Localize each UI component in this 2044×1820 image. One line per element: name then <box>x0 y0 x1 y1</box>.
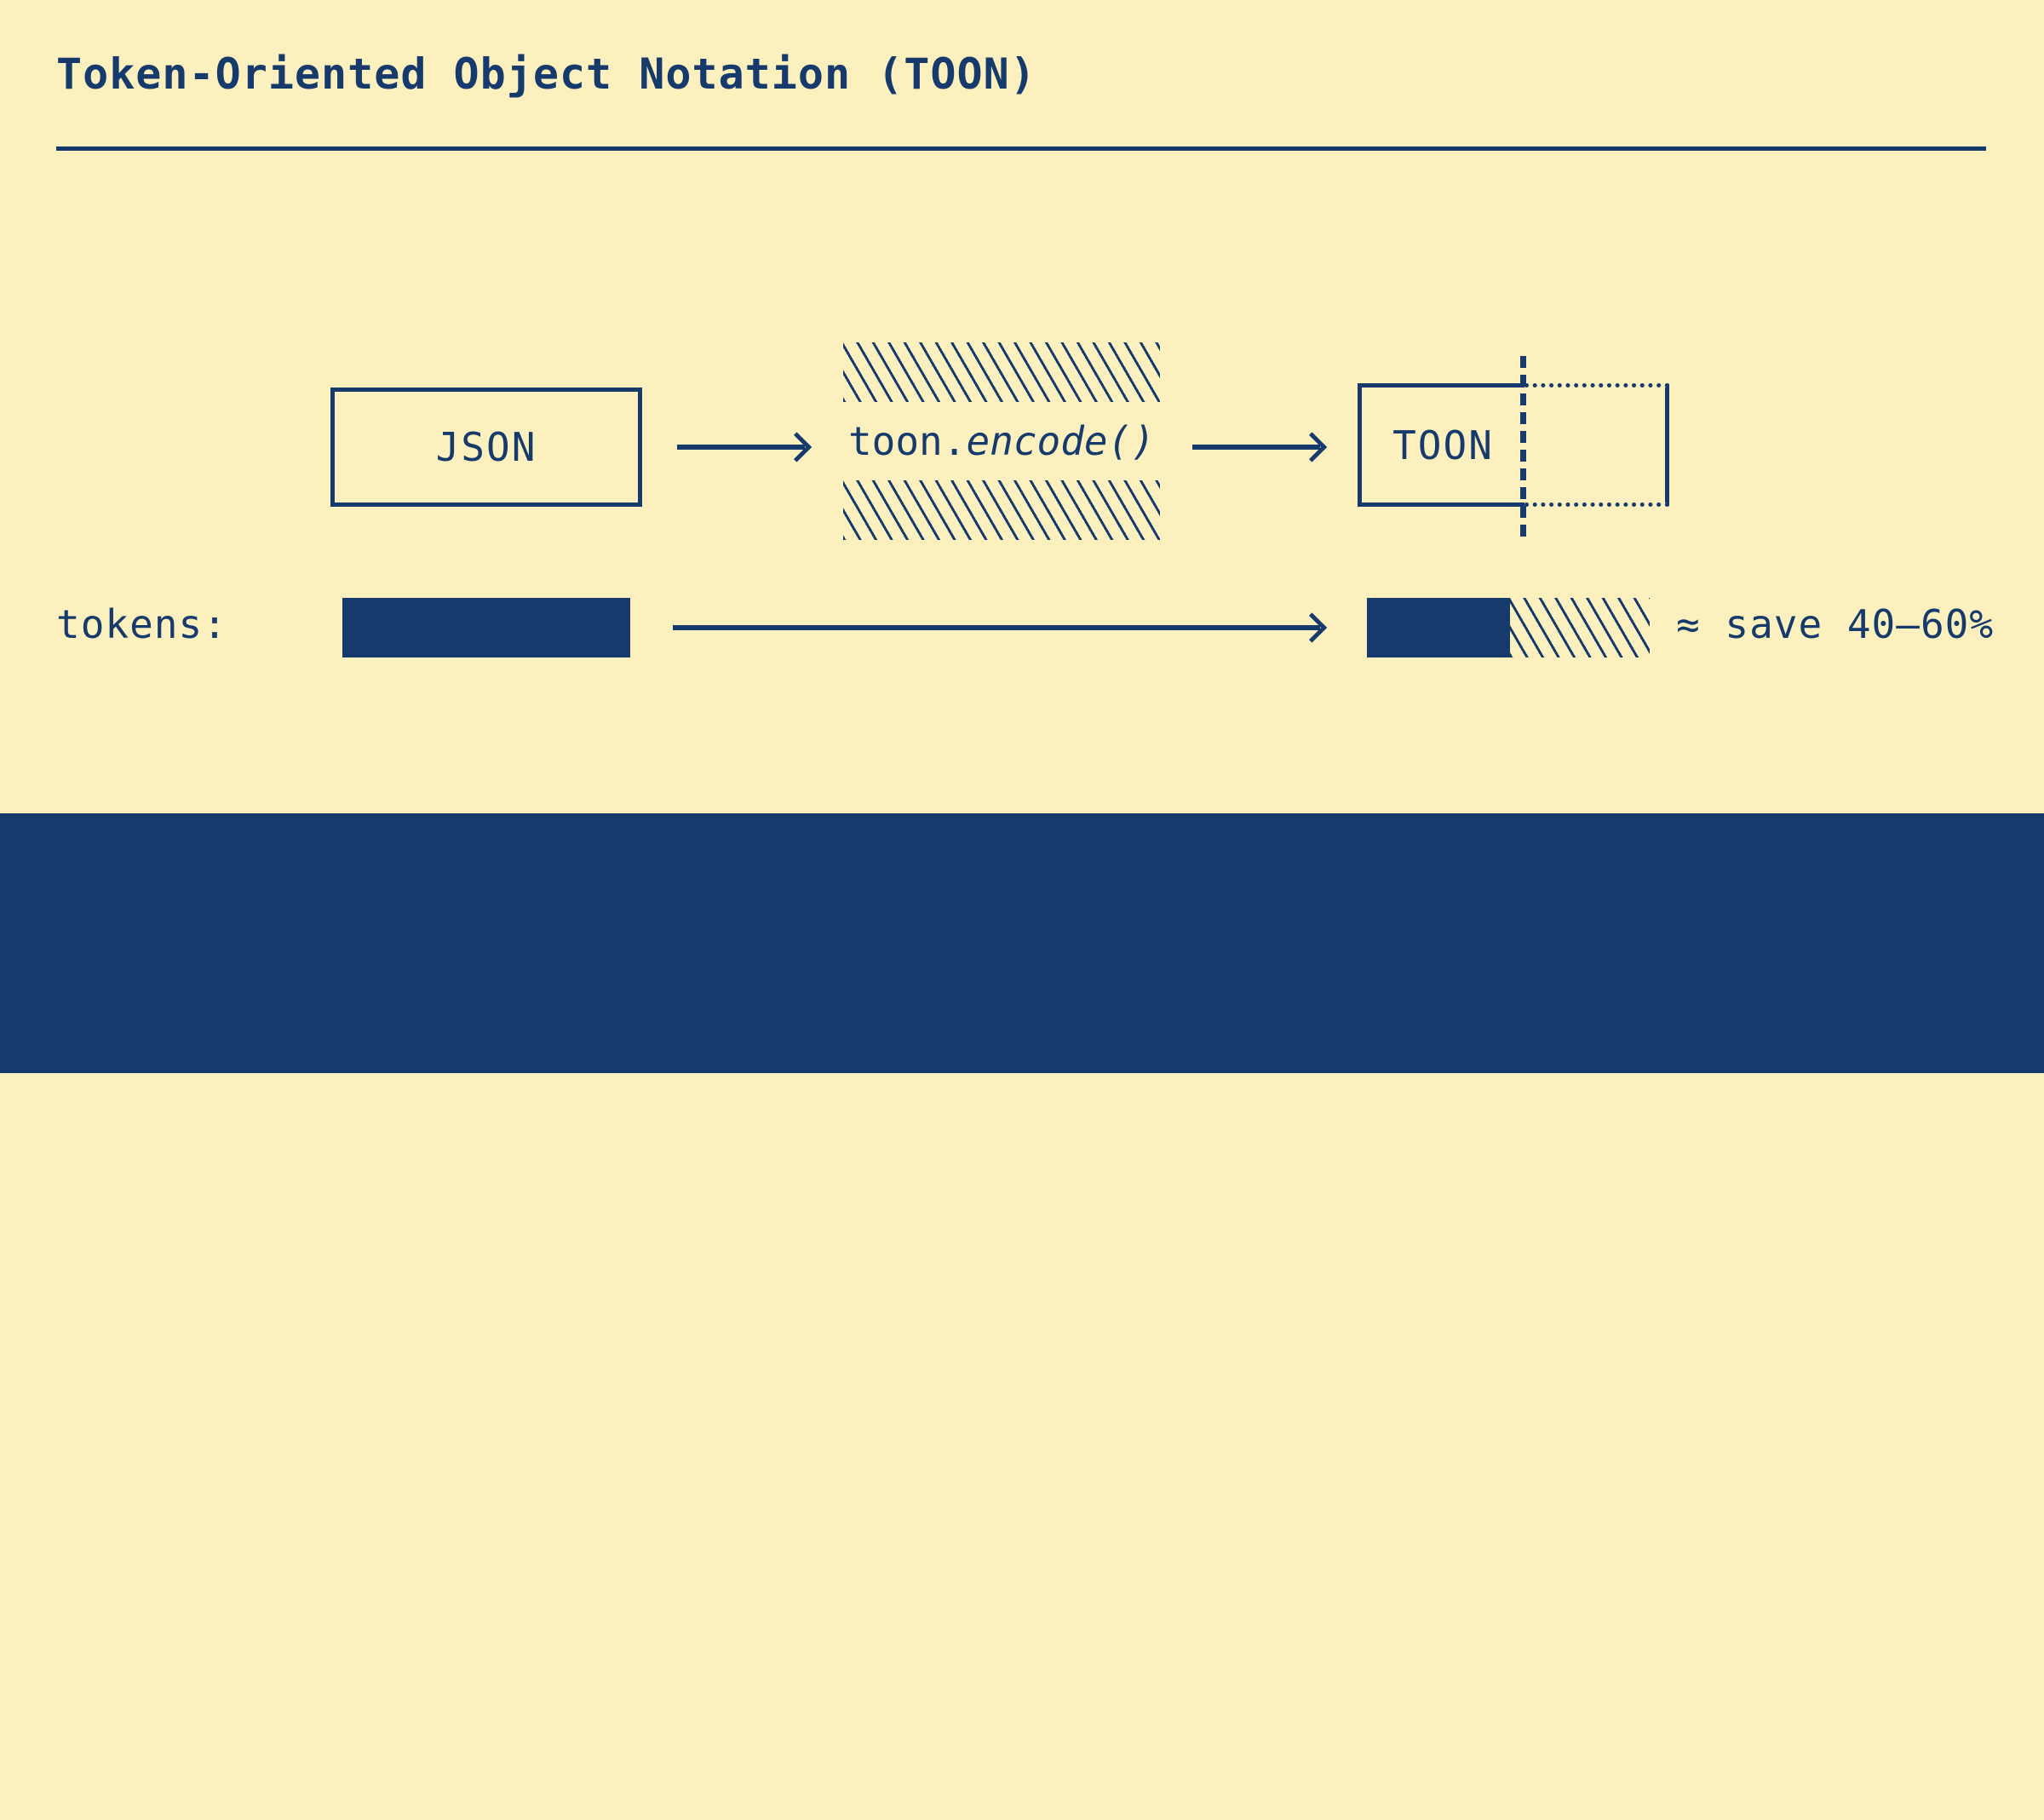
token-bar-toon-saved <box>1510 598 1650 657</box>
flow-node-toon-savings-ghost <box>1524 383 1669 507</box>
flow-node-json-label: JSON <box>435 424 537 470</box>
sample-panel: sample: JSON → { "tags": ["jazz", "chill… <box>0 813 2044 1820</box>
flow-node-toon: TOON <box>1358 383 1524 507</box>
sample-row-json-arrow-icon: → <box>448 1709 470 1748</box>
flow-node-encode-label: toon.encode() <box>843 402 1160 480</box>
page-title: Token-Oriented Object Notation (TOON) <box>56 49 1036 99</box>
token-bar-toon-used <box>1367 598 1510 657</box>
sample-row-toon-code: tags[3]: jazz,chill,lofi <box>496 1774 1072 1820</box>
title-divider <box>56 146 1986 151</box>
flow-node-json: JSON <box>330 388 642 507</box>
encode-call: encode() <box>966 418 1156 464</box>
toon-size-divider <box>1520 356 1526 537</box>
sample-row-json-code: { "tags": ["jazz", "chill", "lofi"] } <box>496 1703 1385 1749</box>
sample-row-toon: TOON → tags[3]: jazz,chill,lofi <box>322 1774 1072 1820</box>
encode-prefix: toon. <box>847 418 967 464</box>
sample-row-json-kind: JSON <box>322 1703 420 1749</box>
sample-row-toon-kind: TOON <box>322 1774 420 1820</box>
flow-arrow-json-to-encode <box>677 445 805 450</box>
slide-canvas: Token-Oriented Object Notation (TOON) JS… <box>0 0 2044 1073</box>
flow-arrow-encode-to-toon <box>1192 445 1320 450</box>
hatch-band-bottom-icon <box>843 480 1160 540</box>
hatch-band-top-icon <box>843 342 1160 402</box>
flow-node-toon-label: TOON <box>1392 422 1494 468</box>
sample-row-toon-arrow-icon: → <box>448 1780 470 1819</box>
flow-node-encode: toon.encode() <box>843 342 1160 540</box>
token-bar-arrow <box>673 625 1320 630</box>
token-bar-json <box>342 598 630 657</box>
tokens-row-label: tokens: <box>56 601 227 647</box>
savings-note: ≈ save 40–60% <box>1676 601 1995 647</box>
sample-label: sample: <box>56 1703 227 1749</box>
sample-row-json: JSON → { "tags": ["jazz", "chill", "lofi… <box>322 1703 1384 1749</box>
